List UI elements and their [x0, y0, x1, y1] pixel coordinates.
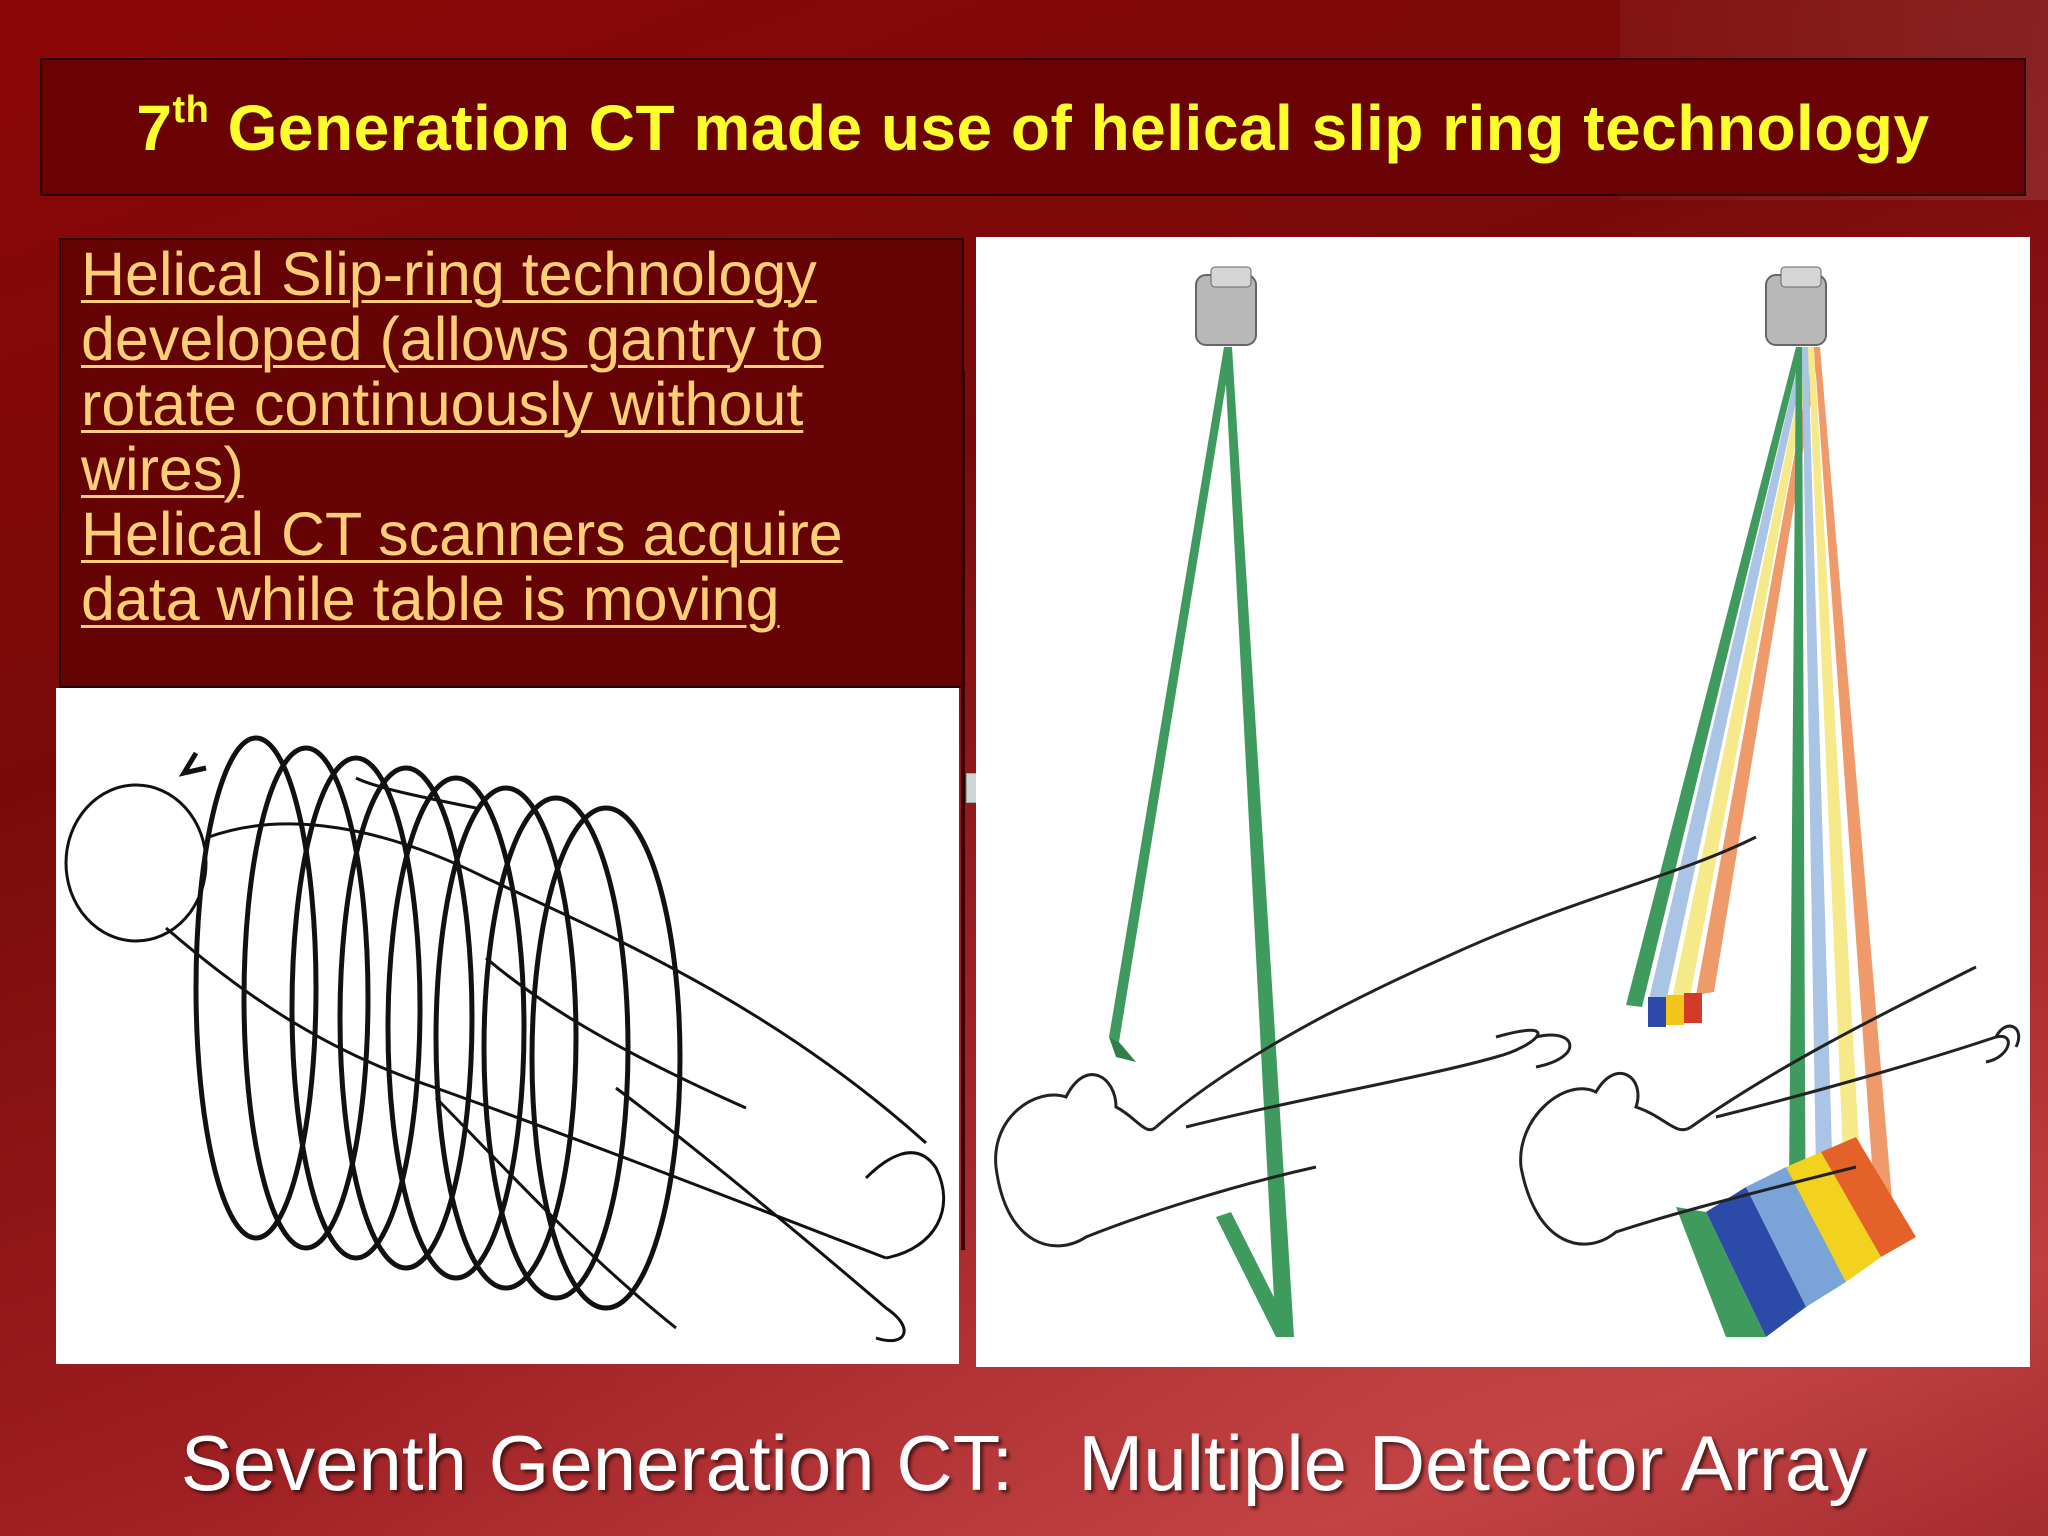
single-detector-beam [1109, 347, 1294, 1337]
multi-detector-beams [1626, 347, 1916, 1337]
text-box [59, 238, 964, 688]
helical-loops [193, 735, 683, 1311]
helical-path-drawing [64, 735, 946, 1343]
body-text-line-2[interactable]: Helical CT scanners acquire data while t… [81, 500, 843, 633]
body-text-line-1[interactable]: Helical Slip-ring technology developed (… [81, 240, 824, 503]
body-text[interactable]: Helical Slip-ring technology developed (… [81, 242, 961, 632]
title-number: 7 [136, 92, 173, 164]
title-rest: Generation CT made use of helical slip r… [209, 92, 1930, 164]
vertical-divider [961, 370, 965, 1250]
xray-tube-left [1195, 266, 1257, 346]
title-superscript: th [172, 89, 210, 131]
footer-caption: Seventh Generation CT: Multiple Detector… [180, 1419, 1868, 1507]
slide-title: 7th Generation CT made use of helical sl… [136, 89, 1929, 165]
helical-path-illustration [56, 688, 959, 1364]
xray-tube-right [1765, 266, 1827, 346]
patient-head [64, 783, 208, 943]
detector-array-drawing [994, 266, 2021, 1337]
patient-leg [615, 1086, 906, 1343]
patient-figures [994, 835, 2021, 1248]
detector-array-illustration [976, 237, 2030, 1367]
title-box: 7th Generation CT made use of helical sl… [40, 58, 2026, 196]
arrow-head [178, 751, 207, 777]
